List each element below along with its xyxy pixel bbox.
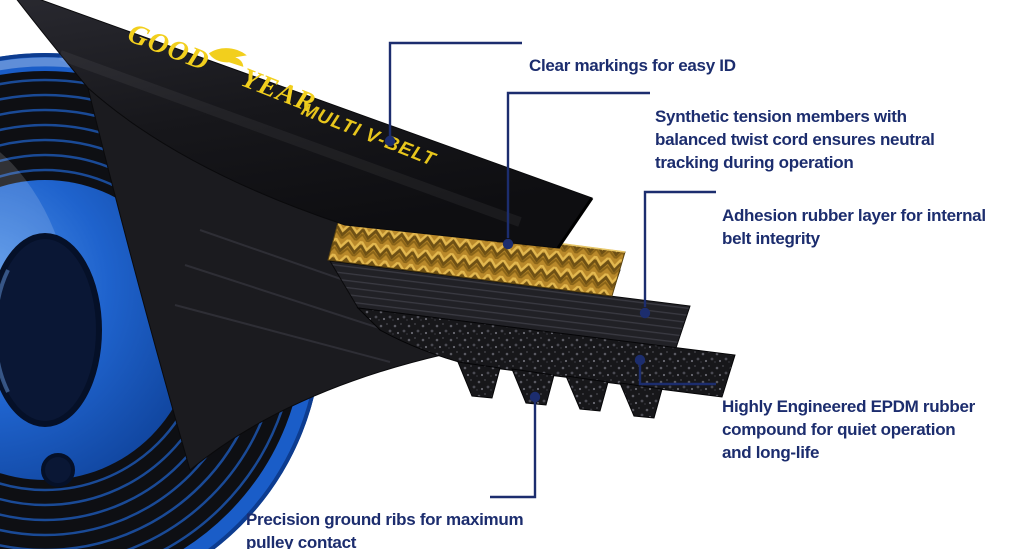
- callout-dot-adhesion: [639, 307, 651, 319]
- callout-line-ribs: [490, 402, 537, 499]
- callout-dot-tension: [502, 238, 514, 250]
- callout-dot-epdm: [634, 354, 646, 366]
- rib-tooth: [511, 368, 555, 406]
- callout-lines: [388, 41, 716, 499]
- cover-gloss-streak: [58, 50, 522, 227]
- callout-dots: [384, 135, 651, 403]
- pulley-center-hole-highlight: [0, 269, 10, 393]
- pulley-rim-highlight: [0, 57, 119, 76]
- pulley-bolt-hole: [41, 453, 75, 487]
- callout-text-adhesion: Adhesion rubber layer for internal belt …: [722, 181, 986, 250]
- callout-line-epdm: [638, 365, 716, 386]
- callout-label: Clear markings for easy ID: [529, 56, 736, 75]
- pulley-center-hole: [0, 233, 102, 427]
- belt-top-cover: [16, 0, 593, 249]
- multi-v-belt: GOOD YEAR MULTI V-BELT: [16, 0, 736, 471]
- belt-side-rib-line: [184, 264, 411, 339]
- cover-cut-edge: [556, 197, 594, 249]
- rib-tooth: [457, 361, 501, 399]
- rib-tooth: [619, 382, 663, 419]
- callout-dot-ribs: [529, 391, 541, 403]
- callout-line-adhesion: [643, 190, 716, 307]
- wingfoot-icon: [208, 48, 247, 67]
- callout-dot-markings: [384, 135, 396, 147]
- callout-line-tension: [506, 91, 650, 238]
- callout-line-markings: [388, 41, 522, 136]
- callout-text-tension: Synthetic tension members with balanced …: [655, 82, 935, 174]
- callout-label: Adhesion rubber layer for internal belt …: [722, 206, 986, 248]
- belt-side-rib-line: [174, 304, 391, 363]
- callout-label: Synthetic tension members with balanced …: [655, 107, 935, 172]
- callout-text-ribs: Precision ground ribs for maximum pulley…: [246, 485, 524, 549]
- callout-text-epdm: Highly Engineered EPDM rubber compound f…: [722, 372, 975, 464]
- callout-label: Precision ground ribs for maximum pulley…: [246, 510, 524, 549]
- callout-label: Highly Engineered EPDM rubber compound f…: [722, 397, 975, 462]
- callout-text-markings: Clear markings for easy ID: [529, 31, 736, 77]
- rib-tooth: [565, 375, 609, 412]
- rib-teeth: [457, 361, 663, 419]
